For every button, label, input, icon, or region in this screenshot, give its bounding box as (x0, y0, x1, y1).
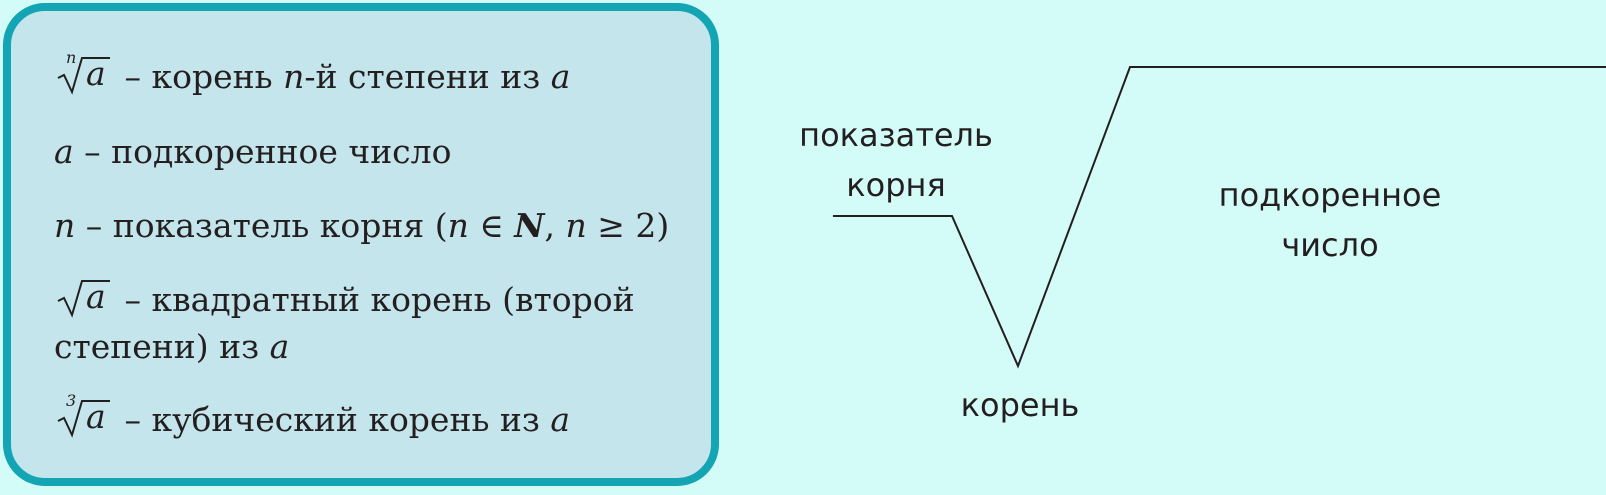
definition-square-root-cont: степени) из a (54, 327, 290, 366)
cube-root-symbol: 3 a (54, 393, 110, 439)
radicand-label: подкоренное число (1218, 176, 1442, 264)
definition-index: n – показатель корня (n ∈ N, n ≥ 2) (54, 206, 670, 245)
radicand: a (86, 277, 106, 316)
definition-nth-root: n a – корень n-й степени из a (54, 50, 570, 99)
root-label: корень (960, 386, 1080, 424)
radicand: a (86, 397, 106, 436)
index-label: показатель корня (799, 116, 993, 204)
definitions-panel (3, 3, 719, 486)
radical-outline (833, 66, 1606, 369)
square-root-symbol: a (54, 277, 110, 319)
definition-radicand: a – подкоренное число (54, 132, 452, 171)
radicand: a (86, 54, 106, 93)
definition-square-root: a – квадратный корень (второй (54, 277, 635, 322)
definition-cube-root: 3 a – кубический корень из a (54, 393, 570, 442)
radical-sign-icon (57, 280, 110, 318)
radical-index: n (66, 48, 77, 67)
radical-sign-icon (57, 57, 110, 95)
nth-root-symbol: n a (54, 50, 110, 96)
radical-index: 3 (66, 391, 77, 410)
radical-sign-icon (57, 400, 110, 438)
